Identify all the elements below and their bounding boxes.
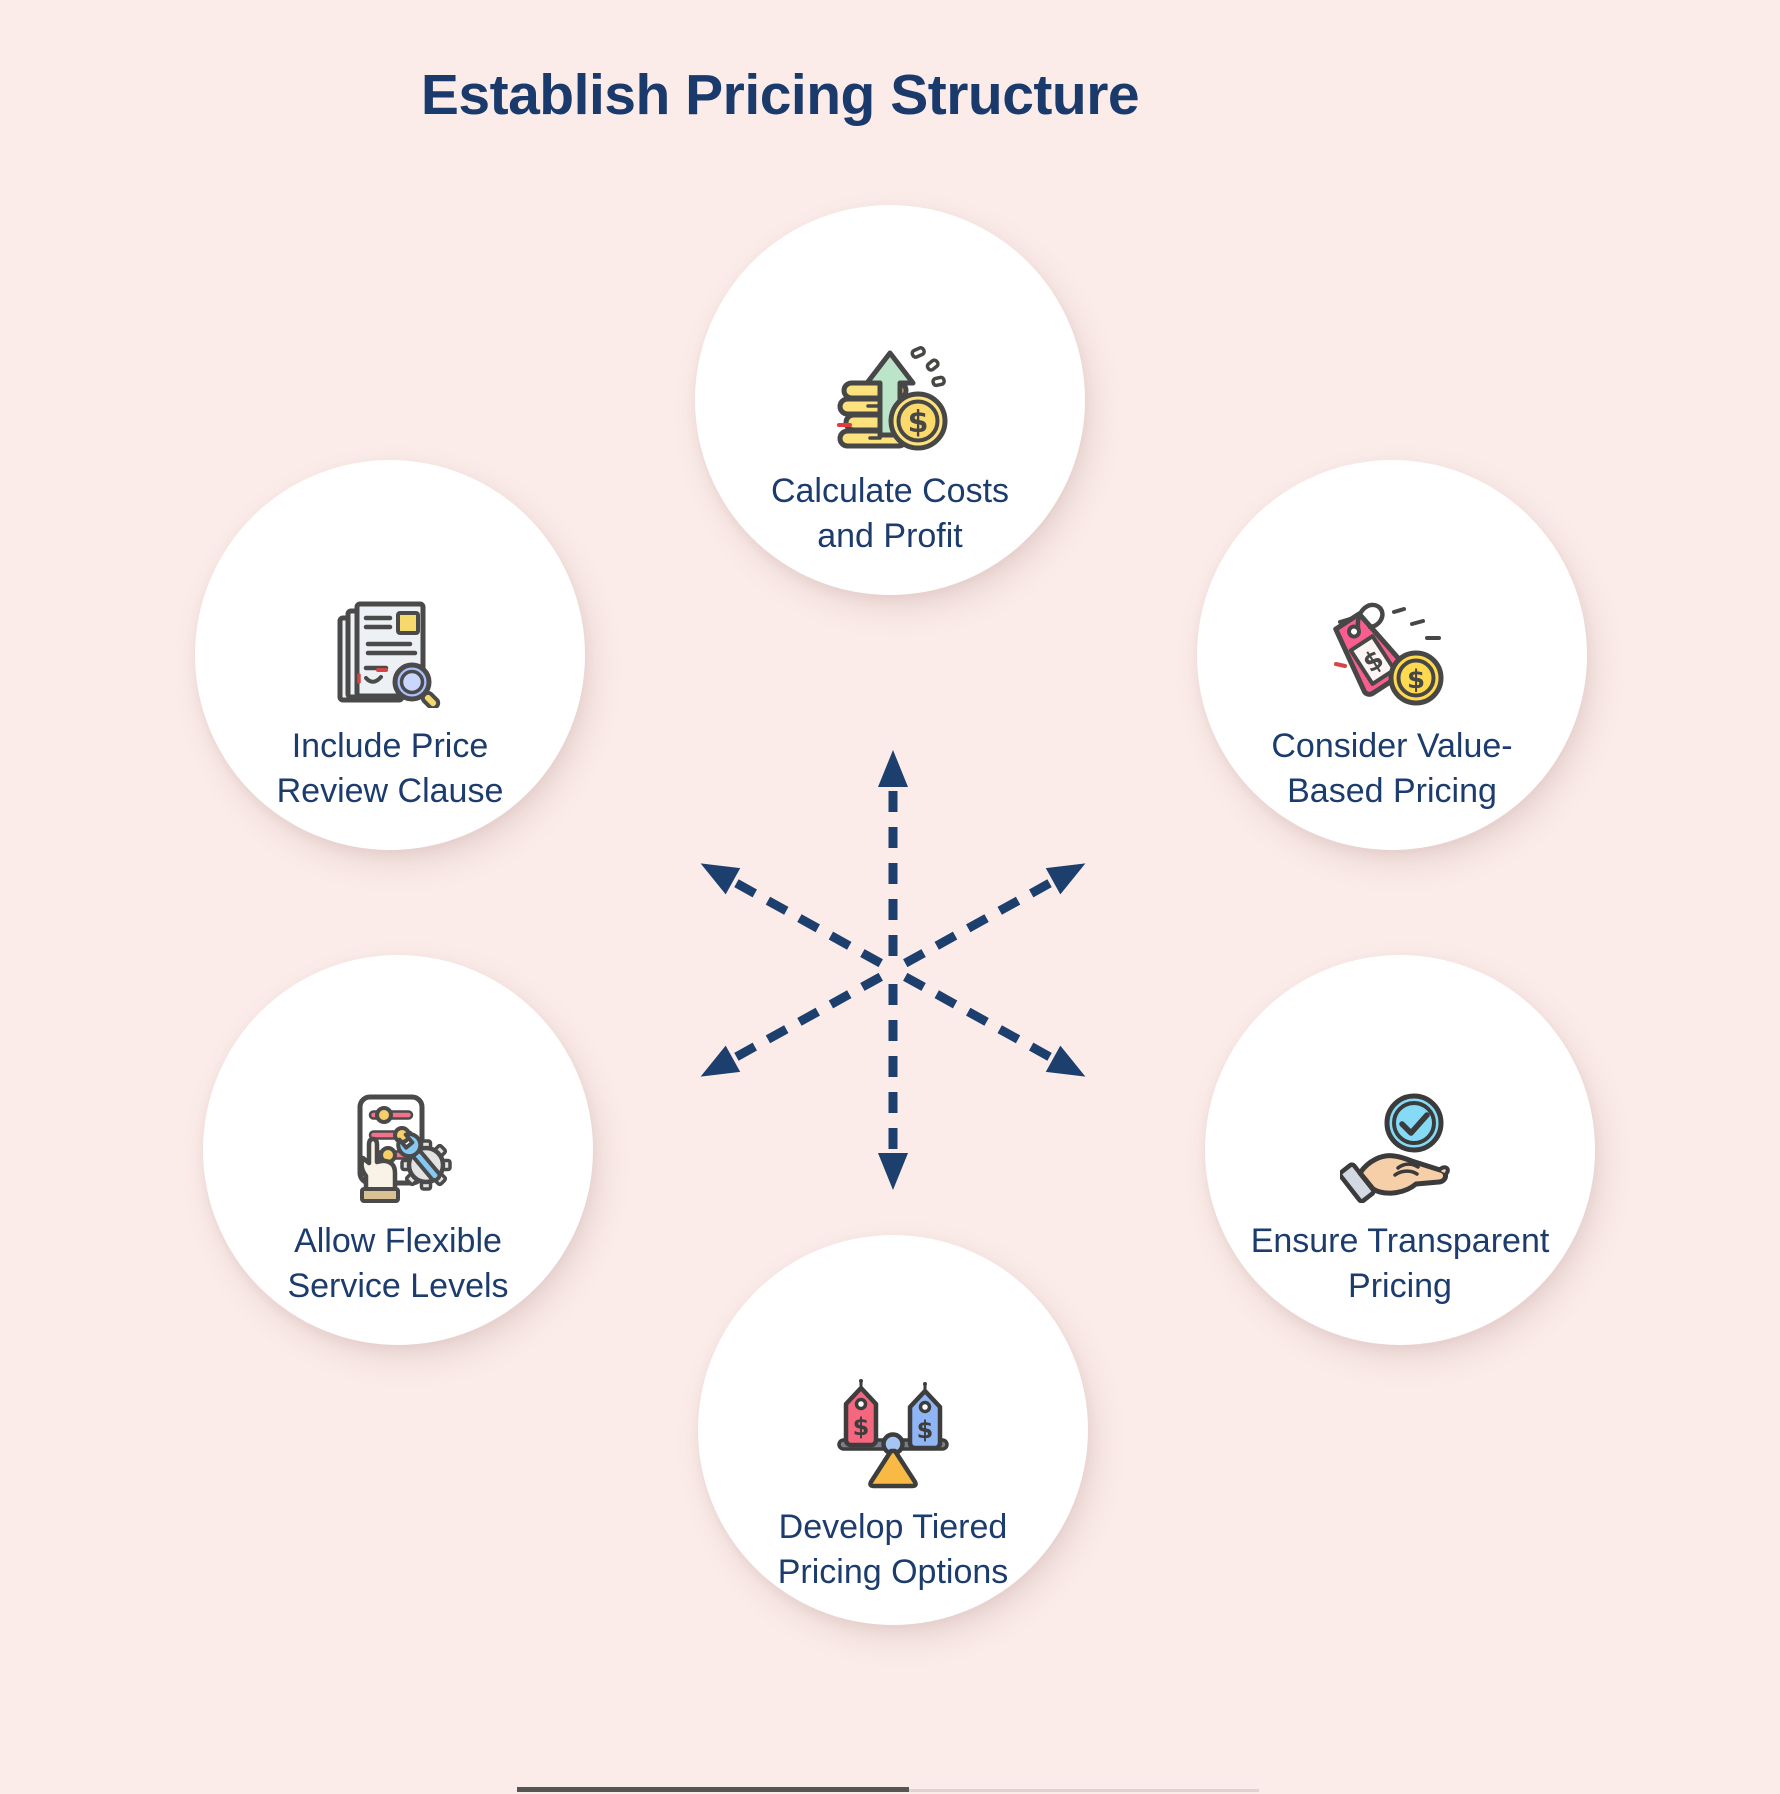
price-tag-coin-icon: $ $ [1332, 596, 1452, 708]
screenshot-edge-artifact [517, 1787, 909, 1792]
svg-text:$: $ [1407, 665, 1425, 695]
step-label-line: Service Levels [287, 1266, 509, 1305]
coins-growth-icon: $ [830, 341, 950, 453]
step-circle-calculate-costs: $ Calculate Costs and Profit [695, 205, 1085, 595]
balance-tags-icon: $ $ [833, 1377, 953, 1489]
step-label-line: Pricing [1348, 1266, 1452, 1305]
step-label: Consider Value- Based Pricing [1271, 724, 1512, 814]
step-label-line: Allow Flexible [294, 1221, 502, 1260]
arrow-lower-right-icon [898, 964, 1093, 1090]
step-label: Calculate Costs and Profit [771, 469, 1009, 559]
screenshot-edge-artifact [909, 1789, 1259, 1792]
step-circle-tiered-pricing: $ $ Develop Tiered Pricing Options [698, 1235, 1088, 1625]
arrow-down-icon [878, 984, 908, 1190]
step-circle-price-review: Include Price Review Clause [195, 460, 585, 850]
step-label: Include Price Review Clause [277, 724, 504, 814]
svg-text:$: $ [853, 1413, 870, 1441]
svg-text:$: $ [908, 405, 929, 440]
step-label: Develop Tiered Pricing Options [778, 1505, 1009, 1595]
hand-checkmark-icon [1340, 1091, 1460, 1203]
page-title: Establish Pricing Structure [420, 63, 1140, 127]
step-label-line: Include Price [291, 726, 489, 765]
svg-text:$: $ [917, 1416, 934, 1444]
step-circle-value-based-pricing: $ $ Consider Value- Based Pricing [1197, 460, 1587, 850]
step-label-line: Ensure Transparent [1250, 1221, 1550, 1260]
step-label-line: Review Clause [276, 771, 504, 810]
arrow-upper-left-icon [693, 850, 888, 976]
arrow-lower-left-icon [693, 964, 888, 1090]
step-label-line: and Profit [817, 516, 963, 555]
step-circle-flexible-service: Allow Flexible Service Levels [203, 955, 593, 1345]
step-label-line: Based Pricing [1287, 771, 1497, 810]
arrow-up-icon [878, 750, 908, 956]
step-label: Ensure Transparent Pricing [1251, 1219, 1550, 1309]
step-label-line: Pricing Options [777, 1552, 1009, 1591]
step-label-line: Consider Value- [1271, 726, 1513, 765]
step-label: Allow Flexible Service Levels [287, 1219, 508, 1309]
arrow-upper-right-icon [898, 850, 1093, 976]
document-magnifier-icon [330, 596, 450, 708]
step-circle-transparent-pricing: Ensure Transparent Pricing [1205, 955, 1595, 1345]
sliders-gear-icon [338, 1091, 458, 1203]
step-label-line: Calculate Costs [770, 471, 1010, 510]
step-label-line: Develop Tiered [778, 1507, 1008, 1546]
